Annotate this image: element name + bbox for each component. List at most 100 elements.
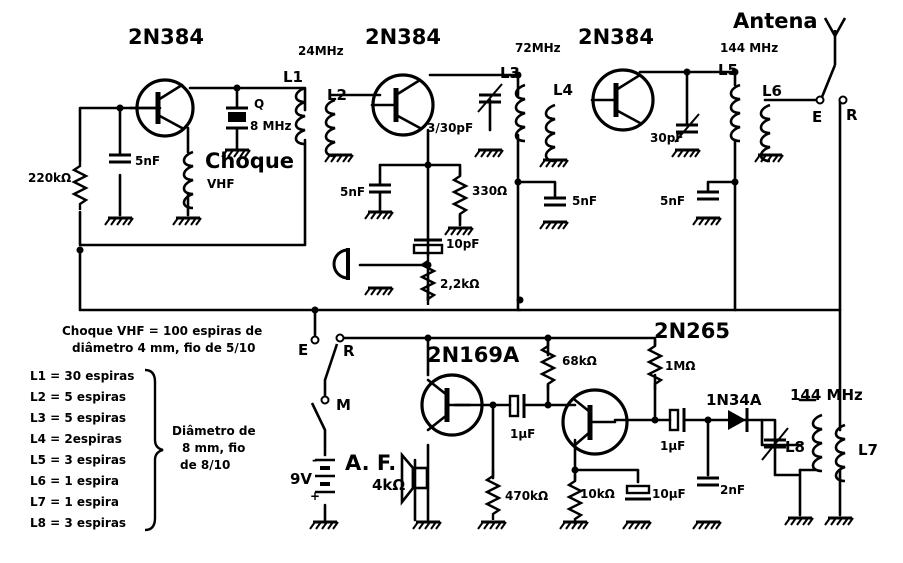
label-crystal: Q	[254, 97, 264, 111]
label-l3: L3	[500, 64, 520, 82]
label-10k: 10kΩ	[580, 487, 615, 501]
label-144mhz-2: 144 MHz	[790, 386, 863, 404]
capacitor-1uf-1	[508, 394, 526, 418]
label-330: 330Ω	[472, 184, 507, 198]
battery-plus: +	[310, 489, 320, 503]
label-crystal-freq: 8 MHz	[250, 119, 292, 133]
label-l7: L7	[858, 441, 878, 459]
coil-table-row: L8 = 3 espiras	[30, 516, 126, 530]
label-q5: 2N265	[654, 319, 730, 343]
label-q4: 2N169A	[427, 343, 520, 367]
label-cv2: 30pF	[650, 131, 684, 145]
coil-table-row: L7 = 1 espira	[30, 495, 119, 509]
speaker	[400, 451, 429, 506]
label-cv1: 3/30pF	[427, 121, 473, 135]
coil-table-row: L1 = 30 espiras	[30, 369, 134, 383]
transistor-q2	[370, 73, 435, 137]
label-2k2: 2,2kΩ	[440, 277, 479, 291]
label-5nf-3: 5nF	[572, 194, 597, 208]
label-l1: L1	[283, 68, 303, 86]
capacitor-10uf	[625, 484, 651, 501]
label-5nf-2: 5nF	[340, 185, 365, 199]
coil-table-row: L5 = 3 espiras	[30, 453, 126, 467]
label-68k: 68kΩ	[562, 354, 597, 368]
label-1uf-2: 1µF	[660, 439, 685, 453]
note-diam-3: de 8/10	[180, 458, 230, 472]
label-10pf: 10pF	[446, 237, 480, 251]
label-10uf: 10µF	[652, 487, 686, 501]
coil-l1	[294, 86, 307, 146]
label-1n34a: 1N34A	[706, 391, 762, 409]
label-24mhz: 24MHz	[298, 44, 344, 58]
label-9v: 9V	[290, 470, 312, 488]
note-choke-2: diâmetro 4 mm, fio de 5/10	[72, 341, 255, 355]
label-1m: 1MΩ	[665, 359, 696, 373]
diode-1n34a	[728, 408, 749, 432]
switch-er	[310, 333, 345, 381]
transistor-q3	[590, 68, 655, 132]
coil-table-row: L2 = 5 espiras	[30, 390, 126, 404]
transistor-q1	[128, 78, 195, 138]
capacitor-5nf-1	[107, 153, 133, 164]
coil-l5	[729, 83, 742, 143]
resistor-220k	[72, 158, 88, 212]
capacitor-1uf-2	[668, 408, 686, 432]
note-diam-1: Diâmetro de	[172, 424, 256, 438]
label-switch-m: M	[336, 396, 351, 414]
label-5nf-1: 5nF	[135, 154, 160, 168]
coil-table-row: L3 = 5 espiras	[30, 411, 126, 425]
label-4k: 4kΩ	[372, 476, 405, 494]
coil-l2	[324, 98, 337, 158]
label-l5: L5	[718, 61, 738, 79]
label-antenna-r: R	[846, 106, 858, 124]
note-diam-2: 8 mm, fio	[182, 441, 245, 455]
crystal	[226, 106, 248, 130]
label-l2: L2	[327, 86, 347, 104]
label-2nf: 2nF	[720, 483, 745, 497]
label-144mhz: 144 MHz	[720, 41, 778, 55]
microphone	[332, 248, 350, 280]
coil-table: L1 = 30 espiras L2 = 5 espiras L3 = 5 es…	[30, 369, 134, 530]
capacitor-5nf-4	[695, 190, 721, 201]
label-1uf-1: 1µF	[510, 427, 535, 441]
label-72mhz: 72MHz	[515, 41, 561, 55]
label-af: A. F.	[345, 451, 396, 475]
label-l4: L4	[553, 81, 573, 99]
variable-capacitor-1	[477, 83, 503, 113]
coil-l8	[811, 413, 824, 473]
label-switch-r: R	[343, 342, 355, 360]
antenna-switch	[815, 17, 848, 105]
label-q2: 2N384	[365, 25, 441, 49]
coil-table-row: L4 = 2espiras	[30, 432, 122, 446]
label-5nf-4: 5nF	[660, 194, 685, 208]
label-choke-vhf: VHF	[207, 177, 235, 191]
resistor-330	[452, 168, 468, 222]
variable-capacitor-3	[761, 427, 789, 461]
junction-dots	[76, 68, 739, 474]
capacitor-10pf-1	[412, 238, 444, 255]
battery-minus: -	[312, 453, 317, 467]
capacitor-5nf-2	[367, 183, 393, 194]
coil-list-brace	[144, 368, 164, 532]
label-q3: 2N384	[578, 25, 654, 49]
coil-table-row: L6 = 1 espira	[30, 474, 119, 488]
battery	[315, 458, 335, 494]
label-q1: 2N384	[128, 25, 204, 49]
switch-m	[310, 395, 330, 431]
capacitor-5nf-3	[542, 196, 568, 207]
transistor-q4	[420, 373, 484, 437]
label-l8: L8	[785, 438, 805, 456]
grounds	[103, 148, 855, 531]
label-antena: Antena	[733, 9, 818, 33]
coil-l6	[759, 103, 772, 163]
coil-l4	[544, 103, 557, 163]
label-l6: L6	[762, 82, 782, 100]
transistor-q5	[561, 388, 629, 456]
variable-capacitor-2	[674, 113, 700, 143]
label-470k: 470kΩ	[505, 489, 548, 503]
label-antenna-e: E	[812, 108, 822, 126]
label-220k: 220kΩ	[28, 171, 71, 185]
label-switch-e: E	[298, 341, 308, 359]
note-choke-1: Choque VHF = 100 espiras de	[62, 324, 262, 338]
